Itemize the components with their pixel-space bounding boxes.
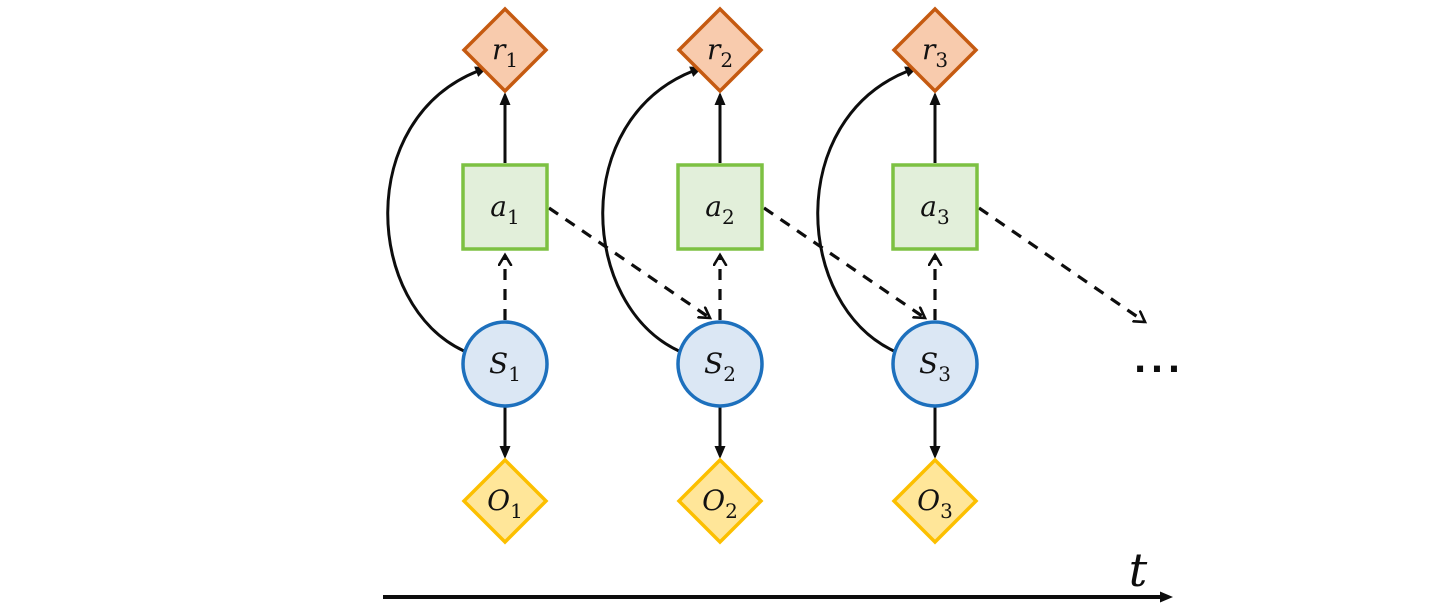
action-node-2 [676, 163, 764, 251]
reward-node-2 [676, 6, 764, 94]
reward-label-3: r3 [922, 33, 948, 72]
timestep-2: r2 a2 S2 O2 [676, 6, 764, 545]
observation-node-2 [676, 457, 764, 545]
edges [386, 66, 1145, 459]
state-node-1 [461, 320, 549, 408]
edge-state2-to-reward2-curved [601, 66, 704, 353]
reward-node-3 [891, 6, 979, 94]
observation-label-2: O2 [702, 484, 738, 523]
reward-label-2: r2 [707, 33, 733, 72]
observation-label-3: O3 [917, 484, 953, 523]
reward-label-1: r1 [492, 33, 518, 72]
state-label-1: S1 [489, 347, 521, 386]
edge-state3-to-reward3-curved [816, 66, 919, 353]
action-label-2: a2 [705, 190, 734, 229]
edge-action3-to-future [978, 206, 1145, 322]
observation-node-1 [461, 457, 549, 545]
state-node-3 [891, 320, 979, 408]
observation-node-3 [891, 457, 979, 545]
timestep-1: r1 a1 S1 O1 [461, 6, 549, 545]
timestep-3: r3 a3 S3 O3 [891, 6, 979, 545]
action-node-3 [891, 163, 979, 251]
action-node-1 [461, 163, 549, 251]
continuation-ellipsis: ... [1134, 341, 1185, 381]
time-axis: t [383, 543, 1173, 603]
time-axis-label: t [1129, 543, 1148, 597]
state-label-3: S3 [919, 347, 951, 386]
state-node-2 [676, 320, 764, 408]
edge-state1-to-reward1-curved [386, 66, 489, 353]
observation-label-1: O1 [487, 484, 523, 523]
state-label-2: S2 [704, 347, 736, 386]
edge-action1-to-state2 [548, 206, 710, 318]
action-label-3: a3 [920, 190, 949, 229]
reward-node-1 [461, 6, 549, 94]
action-label-1: a1 [490, 190, 519, 229]
edge-action2-to-state3 [763, 206, 925, 318]
